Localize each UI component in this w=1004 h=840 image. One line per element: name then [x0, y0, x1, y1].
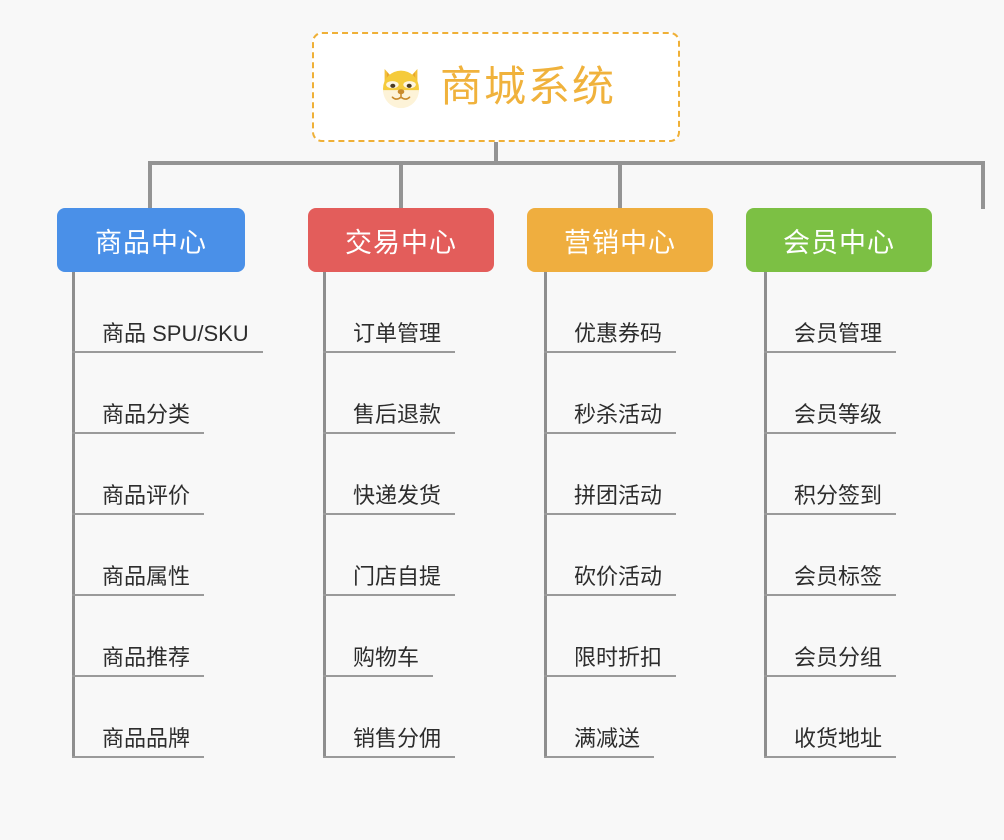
leaf-item-label: 商品评价: [102, 482, 191, 508]
leaf-item-label: 门店自提: [353, 563, 442, 589]
connector-drop-1: [148, 161, 152, 209]
category-card-product-center[interactable]: 商品中心: [57, 208, 245, 272]
leaf-item-label: 商品 SPU/SKU: [102, 320, 249, 346]
leaf-item[interactable]: 销售分佣: [323, 677, 456, 758]
leaf-item-label: 订单管理: [353, 320, 442, 346]
leaf-item[interactable]: 会员标签: [764, 515, 897, 596]
leaf-item-label: 拼团活动: [574, 482, 663, 508]
leaf-item-label: 优惠券码: [574, 320, 663, 346]
category-label: 商品中心: [95, 227, 207, 258]
leaf-item-label: 售后退款: [353, 401, 442, 427]
leaf-item[interactable]: 订单管理: [323, 272, 456, 353]
leaf-item[interactable]: 会员分组: [764, 596, 897, 677]
leaf-item[interactable]: 限时折扣: [544, 596, 677, 677]
leaf-item[interactable]: 满减送: [544, 677, 655, 758]
branch-spine: [764, 272, 767, 758]
leaf-item[interactable]: 商品 SPU/SKU: [72, 272, 263, 353]
leaf-item[interactable]: 门店自提: [323, 515, 456, 596]
leaf-item[interactable]: 积分签到: [764, 434, 897, 515]
leaf-item-label: 满减送: [574, 725, 641, 751]
category-card-marketing-center[interactable]: 营销中心: [527, 208, 713, 272]
leaf-item-label: 会员标签: [794, 563, 883, 589]
leaf-item[interactable]: 优惠券码: [544, 272, 677, 353]
leaf-item-label: 商品属性: [102, 563, 191, 589]
leaf-item-label: 收货地址: [794, 725, 883, 751]
leaf-item[interactable]: 售后退款: [323, 353, 456, 434]
leaf-item-label: 商品品牌: [102, 725, 191, 751]
leaf-item[interactable]: 秒杀活动: [544, 353, 677, 434]
leaf-item[interactable]: 购物车: [323, 596, 434, 677]
dog-face-icon: [376, 62, 426, 112]
leaf-item-label: 积分签到: [794, 482, 883, 508]
connector-root-stem: [494, 142, 498, 164]
branch-spine: [544, 272, 547, 758]
leaf-item-label: 会员等级: [794, 401, 883, 427]
branch-spine: [323, 272, 326, 758]
connector-drop-3: [618, 161, 622, 209]
leaf-item-label: 砍价活动: [574, 563, 663, 589]
connector-drop-2: [399, 161, 403, 209]
leaf-item-label: 秒杀活动: [574, 401, 663, 427]
leaf-item[interactable]: 商品评价: [72, 434, 205, 515]
leaf-item[interactable]: 商品属性: [72, 515, 205, 596]
root-title: 商城系统: [439, 63, 616, 110]
connector-drop-4: [981, 161, 985, 209]
leaf-item-label: 购物车: [353, 644, 420, 670]
leaf-item-label: 限时折扣: [574, 644, 663, 670]
category-label: 交易中心: [345, 227, 457, 258]
leaf-item-label: 快递发货: [353, 482, 442, 508]
leaf-item[interactable]: 商品推荐: [72, 596, 205, 677]
leaf-item-label: 商品分类: [102, 401, 191, 427]
category-card-member-center[interactable]: 会员中心: [746, 208, 932, 272]
branch-spine: [72, 272, 75, 758]
category-card-trade-center[interactable]: 交易中心: [308, 208, 494, 272]
leaf-item-label: 会员分组: [794, 644, 883, 670]
leaf-item[interactable]: 收货地址: [764, 677, 897, 758]
leaf-item[interactable]: 砍价活动: [544, 515, 677, 596]
connector-horizontal-bus: [148, 161, 985, 165]
leaf-item[interactable]: 会员管理: [764, 272, 897, 353]
leaf-item[interactable]: 商品分类: [72, 353, 205, 434]
category-label: 会员中心: [783, 227, 895, 258]
leaf-item[interactable]: 快递发货: [323, 434, 456, 515]
leaf-item[interactable]: 商品品牌: [72, 677, 205, 758]
root-node[interactable]: 商城系统: [312, 32, 680, 142]
leaf-item[interactable]: 拼团活动: [544, 434, 677, 515]
leaf-item[interactable]: 会员等级: [764, 353, 897, 434]
leaf-item-label: 销售分佣: [353, 725, 442, 751]
category-label: 营销中心: [564, 227, 676, 258]
leaf-item-label: 会员管理: [794, 320, 883, 346]
leaf-item-label: 商品推荐: [102, 644, 191, 670]
